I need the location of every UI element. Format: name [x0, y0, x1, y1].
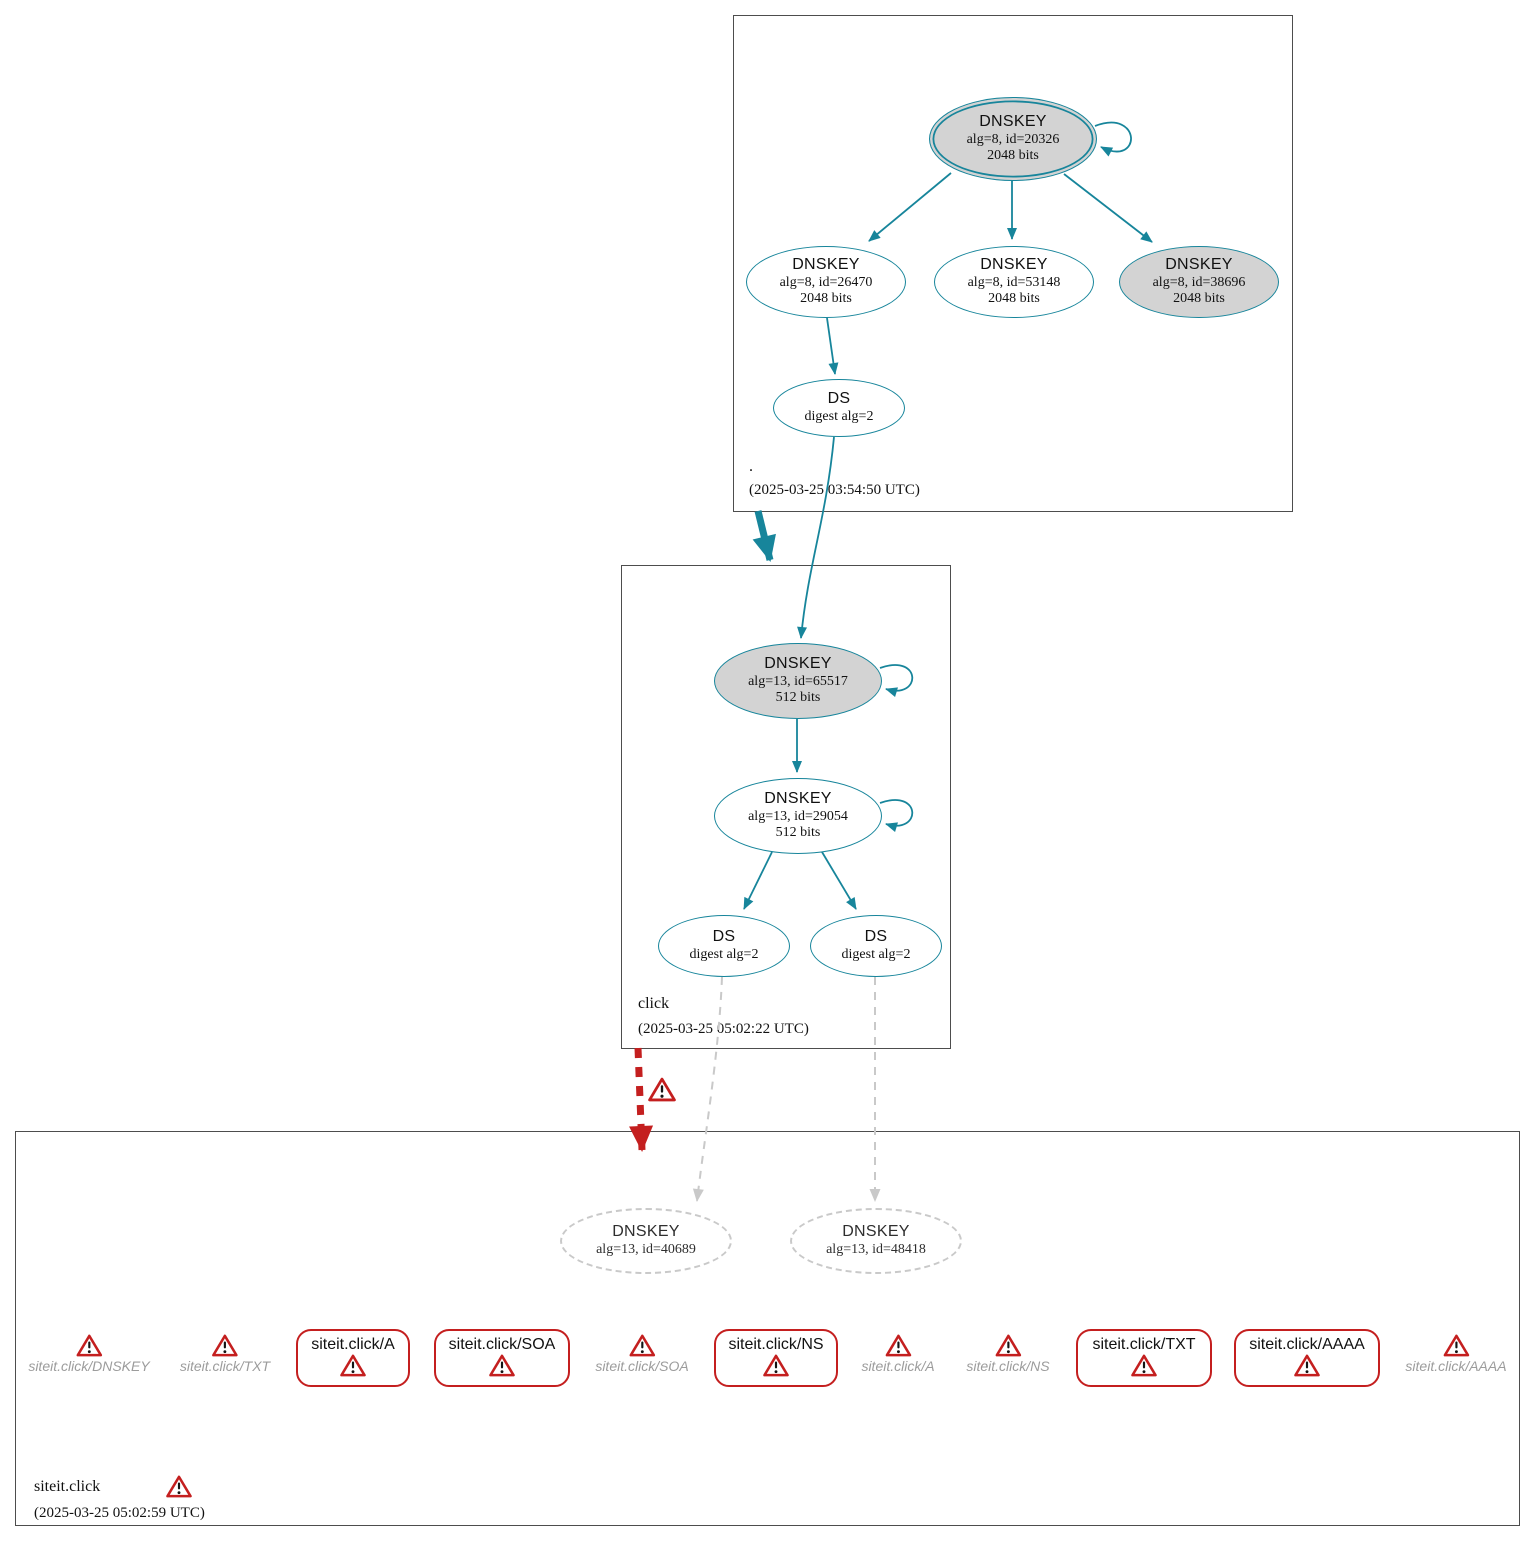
delegation-warning-icon [648, 1077, 676, 1102]
warning-icon [1294, 1354, 1320, 1377]
ds-title: DS [827, 390, 851, 408]
dnskey-title: DNSKEY [764, 790, 832, 808]
warning-icon [489, 1354, 515, 1377]
dnskey-node-53148[interactable]: DNSKEY alg=8, id=53148 2048 bits [934, 246, 1094, 318]
dnskey-title: DNSKEY [979, 113, 1047, 131]
dnskey-bits: 2048 bits [988, 291, 1040, 307]
dnskey-alg-id: alg=13, id=40689 [596, 1242, 696, 1258]
zone-timestamp-root: (2025-03-25 03:54:50 UTC) [749, 482, 920, 498]
rrset-siteit-click-aaaa-insecure[interactable]: siteit.click/AAAA [1405, 1334, 1507, 1374]
rrset-siteit-click-ns-insecure[interactable]: siteit.click/NS [966, 1334, 1050, 1374]
rrset-label: siteit.click/DNSKEY [28, 1358, 150, 1374]
dnskey-bits: 2048 bits [987, 148, 1039, 164]
edge-delegation-root-to-click [752, 510, 776, 562]
ds-node-root[interactable]: DS digest alg=2 [773, 379, 905, 437]
dnskey-alg-id: alg=8, id=20326 [966, 131, 1060, 147]
warning-icon [76, 1334, 102, 1357]
rrset-label: siteit.click/NS [728, 1336, 824, 1353]
ds-digest: digest alg=2 [804, 409, 874, 425]
warning-icon [995, 1334, 1021, 1357]
ds-title: DS [712, 928, 736, 946]
dnskey-node-26470[interactable]: DNSKEY alg=8, id=26470 2048 bits [746, 246, 906, 318]
dnskey-node-29054[interactable]: DNSKEY alg=13, id=29054 512 bits [714, 778, 882, 854]
rrset-siteit-click-soa-bogus[interactable]: siteit.click/SOA [434, 1329, 570, 1387]
dnskey-bits: 512 bits [775, 690, 821, 706]
rrset-label: siteit.click/A [861, 1358, 935, 1374]
rrset-siteit-click-txt-insecure[interactable]: siteit.click/TXT [180, 1334, 270, 1374]
rrset-label: siteit.click/NS [966, 1358, 1050, 1374]
dnskey-alg-id: alg=13, id=29054 [748, 808, 848, 824]
dnskey-title: DNSKEY [612, 1223, 680, 1241]
rrset-siteit-click-dnskey-insecure[interactable]: siteit.click/DNSKEY [28, 1334, 150, 1374]
dnskey-title: DNSKEY [792, 256, 860, 274]
rrset-siteit-click-a-bogus[interactable]: siteit.click/A [296, 1329, 410, 1387]
dnskey-title: DNSKEY [764, 655, 832, 673]
warning-icon [212, 1334, 238, 1357]
rrset-label: siteit.click/A [311, 1336, 395, 1353]
dnskey-alg-id: alg=13, id=48418 [826, 1242, 926, 1258]
dnskey-node-40689[interactable]: DNSKEY alg=13, id=40689 [560, 1208, 732, 1274]
dnskey-bits: 512 bits [775, 825, 821, 841]
dnskey-alg-id: alg=8, id=53148 [967, 274, 1061, 290]
dnskey-alg-id: alg=8, id=38696 [1152, 274, 1246, 290]
zone-name-click: click [638, 995, 670, 1012]
ds-digest: digest alg=2 [689, 947, 759, 963]
zone-box-click: DNSKEY alg=13, id=65517 512 bits DNSKEY … [621, 565, 951, 1049]
rrset-label: siteit.click/TXT [179, 1358, 271, 1374]
ds-node-click-2[interactable]: DS digest alg=2 [810, 915, 942, 977]
dnskey-title: DNSKEY [842, 1223, 910, 1241]
dnskey-title: DNSKEY [980, 256, 1048, 274]
ds-digest: digest alg=2 [841, 947, 911, 963]
warning-icon [629, 1334, 655, 1357]
rrset-label: siteit.click/AAAA [1249, 1336, 1365, 1353]
dnskey-bits: 2048 bits [800, 291, 852, 307]
rrset-siteit-click-ns-bogus[interactable]: siteit.click/NS [714, 1329, 838, 1387]
zone-timestamp-siteit-click: (2025-03-25 05:02:59 UTC) [34, 1505, 205, 1521]
warning-icon [1131, 1354, 1157, 1377]
rrset-label: siteit.click/AAAA [1405, 1358, 1507, 1374]
zone-box-root: DNSKEY alg=8, id=20326 2048 bits DNSKEY … [733, 15, 1293, 512]
rrset-label: siteit.click/SOA [448, 1336, 556, 1353]
zone-name-siteit-click: siteit.click [34, 1478, 101, 1495]
dnskey-bits: 2048 bits [1173, 291, 1225, 307]
ds-title: DS [864, 928, 888, 946]
rrset-label: siteit.click/TXT [1092, 1336, 1196, 1353]
zone-name-root: . [749, 458, 753, 475]
ds-node-click-1[interactable]: DS digest alg=2 [658, 915, 790, 977]
dnskey-alg-id: alg=8, id=26470 [779, 274, 873, 290]
zone-timestamp-click: (2025-03-25 05:02:22 UTC) [638, 1021, 809, 1037]
dnskey-node-48418[interactable]: DNSKEY alg=13, id=48418 [790, 1208, 962, 1274]
rrset-label: siteit.click/SOA [595, 1358, 689, 1374]
warning-icon [885, 1334, 911, 1357]
zone-box-siteit-click: DNSKEY alg=13, id=40689 DNSKEY alg=13, i… [15, 1131, 1520, 1526]
dnskey-node-65517[interactable]: DNSKEY alg=13, id=65517 512 bits [714, 643, 882, 719]
dnskey-node-20326[interactable]: DNSKEY alg=8, id=20326 2048 bits [929, 97, 1097, 181]
rrset-siteit-click-txt-bogus[interactable]: siteit.click/TXT [1076, 1329, 1212, 1387]
warning-icon [1443, 1334, 1469, 1357]
rrset-siteit-click-a-insecure[interactable]: siteit.click/A [861, 1334, 935, 1374]
dnskey-title: DNSKEY [1165, 256, 1233, 274]
warning-icon [763, 1354, 789, 1377]
warning-icon [340, 1354, 366, 1377]
rrset-siteit-click-soa-insecure[interactable]: siteit.click/SOA [595, 1334, 689, 1374]
zone-warning-icon [166, 1475, 192, 1498]
rrset-siteit-click-aaaa-bogus[interactable]: siteit.click/AAAA [1234, 1329, 1380, 1387]
dnskey-alg-id: alg=13, id=65517 [748, 673, 848, 689]
dnskey-node-38696[interactable]: DNSKEY alg=8, id=38696 2048 bits [1119, 246, 1279, 318]
